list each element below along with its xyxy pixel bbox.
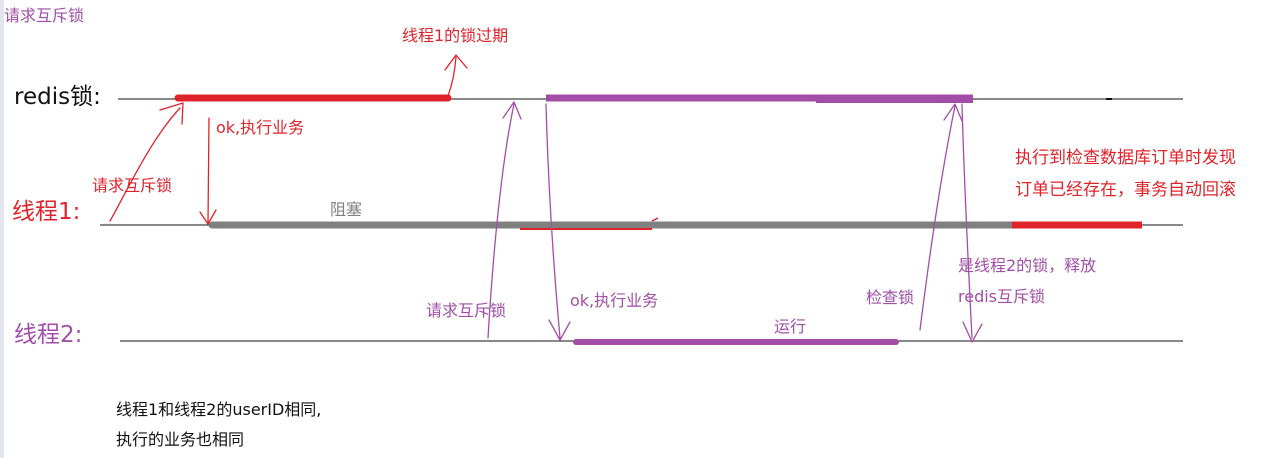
release-lock-arrow — [961, 103, 973, 339]
thread1-request-arrow — [109, 107, 181, 222]
running-label: 运行 — [774, 317, 807, 336]
rollback-note-line2: 订单已经存在，事务自动回滚 — [1015, 180, 1236, 200]
check-lock-arrow — [919, 105, 956, 331]
check-lock-label: 检查锁 — [866, 288, 915, 307]
is-thread2-lock-label: 是线程2的锁，释放 — [958, 256, 1097, 275]
thread2-request-label: 请求互斥锁 — [426, 301, 507, 320]
thread2-request-arrow — [487, 103, 515, 339]
corner-title: 请求互斥锁 — [4, 6, 85, 25]
thread2-label: 线程2: — [14, 322, 83, 348]
thread1-label: 线程1: — [12, 199, 81, 225]
thread1-request-label: 请求互斥锁 — [92, 176, 173, 195]
rollback-note-line1: 执行到检查数据库订单时发现 — [1015, 148, 1236, 168]
redis-lock-label: redis锁: — [14, 84, 101, 110]
thread2-ok-label: ok,执行业务 — [570, 291, 659, 310]
thread1-lock-granted-arrow — [207, 117, 210, 223]
release-redis-lock-label: redis互斥锁 — [958, 287, 1046, 306]
note-line2: 执行的业务也相同 — [116, 430, 245, 449]
note-line1: 线程1和线程2的userID相同, — [116, 400, 322, 419]
blocked-label: 阻塞 — [330, 200, 363, 219]
window-left-edge — [0, 0, 4, 458]
thread2-lock-granted-arrow — [545, 103, 561, 339]
lock-expired-arrow — [447, 56, 457, 97]
lock-expired-label: 线程1的锁过期 — [402, 26, 509, 45]
thread1-ok-label: ok,执行业务 — [216, 118, 305, 137]
